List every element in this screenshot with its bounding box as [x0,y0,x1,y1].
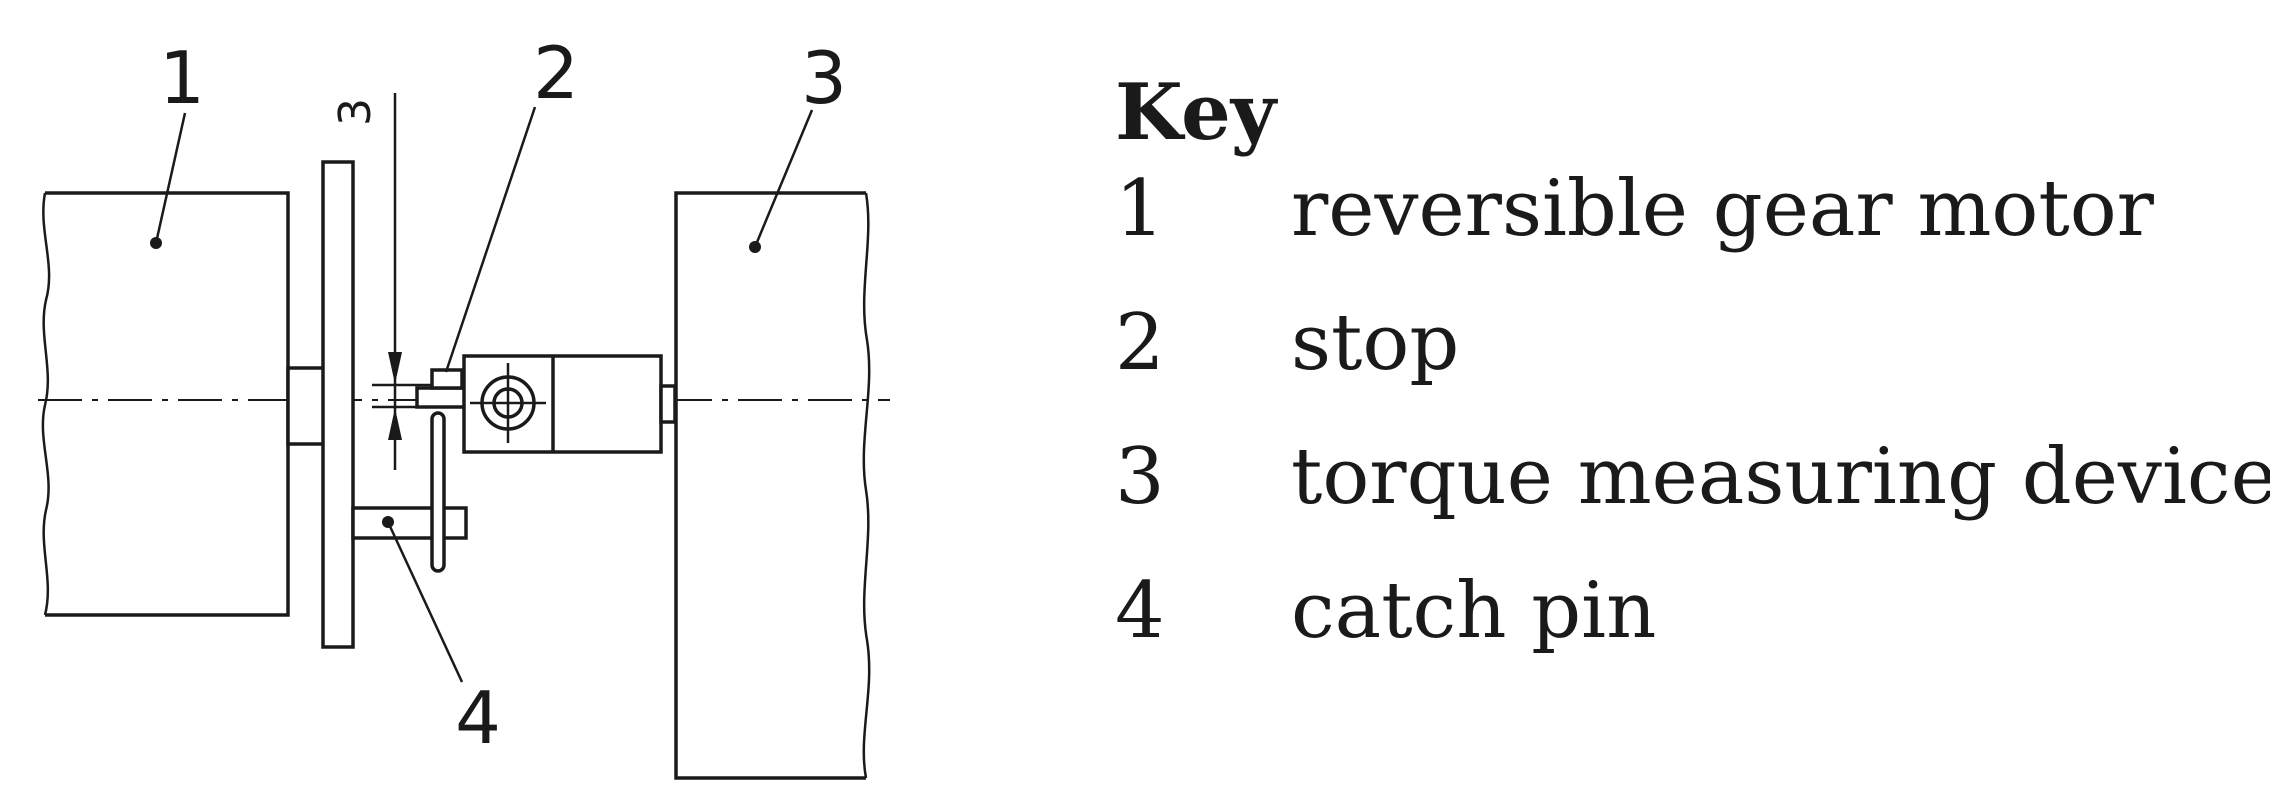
key-legend: Key 1 reversible gear motor 2 stop 3 tor… [1115,70,2270,706]
drive-disc [321,160,355,649]
leader-line-1 [154,112,187,244]
device-shaft [659,384,677,424]
motor-shaft [286,366,326,446]
key-item: 1 reversible gear motor [1115,170,2270,304]
key-item-text: reversible gear motor [1291,163,2154,254]
key-item-text: catch pin [1291,565,1657,656]
key-item: 2 stop [1115,304,2270,438]
callout-3: 3 [801,36,847,120]
gear-motor-block [41,191,290,617]
key-item-text: stop [1291,297,1460,388]
callout-2: 2 [533,31,579,115]
mechanism-diagram: 3 1 2 3 4 [38,31,890,780]
leader-line-2 [444,106,537,373]
callout-1: 1 [159,36,205,120]
torque-device-block [674,191,871,780]
leader-line-3 [753,109,814,248]
key-item: 3 torque measuring device [1115,438,2270,572]
key-item-number: 1 [1115,163,1165,254]
key-item: 4 catch pin [1115,572,2270,706]
dimension-label: 3 [330,98,381,126]
key-item-text: torque measuring device [1291,431,2270,522]
leader-line-4 [386,521,464,683]
callout-4: 4 [455,676,501,760]
key-item-number: 3 [1115,431,1165,522]
dimension-gap [372,93,432,470]
measuring-housing [462,354,663,454]
stop-lever [415,368,469,573]
catch-pin [351,506,468,540]
key-title: Key [1115,67,1277,158]
key-item-number: 4 [1115,565,1165,656]
key-item-number: 2 [1115,297,1165,388]
